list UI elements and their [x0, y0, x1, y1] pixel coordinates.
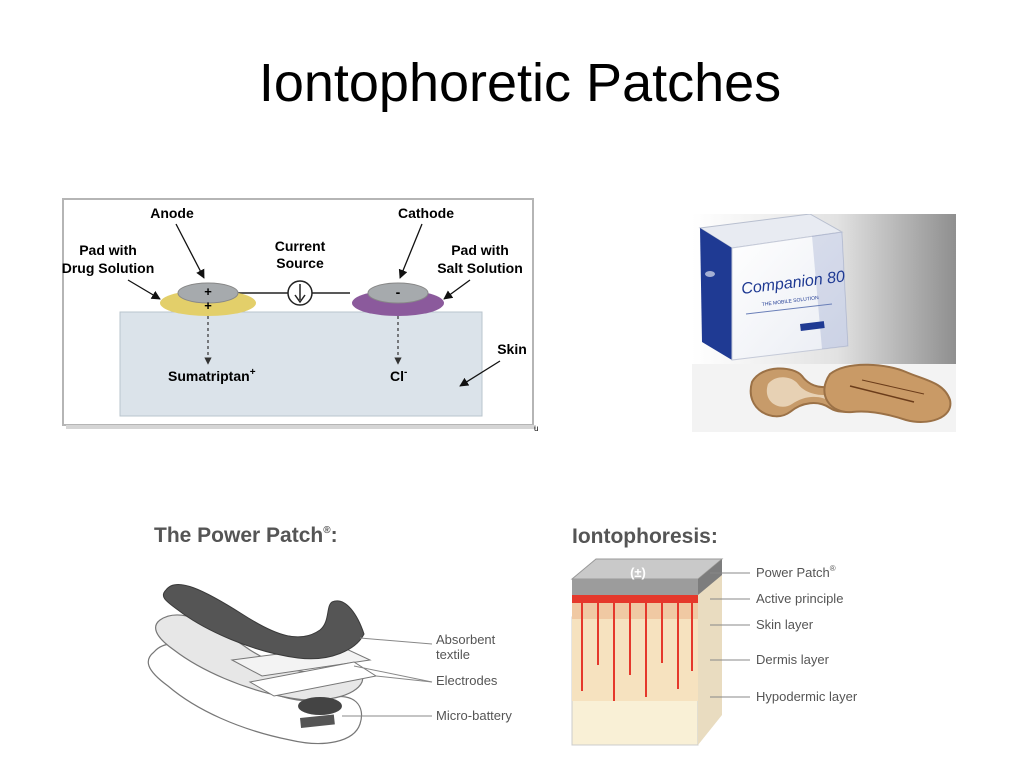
skin-layer — [119, 311, 483, 417]
skin-label: Skin — [497, 341, 527, 357]
skin-layer-label: Skin layer — [756, 617, 814, 632]
micro-battery — [298, 697, 342, 715]
current-source-label-line2: Source — [276, 255, 324, 271]
salt-pad-label-line1: Pad with — [451, 242, 509, 258]
power-patch-title: The Power Patch®: — [154, 524, 338, 547]
footnote-mark: u — [534, 424, 539, 433]
drug-pad-label-line2: Drug Solution — [62, 260, 155, 276]
top-dark-layer — [162, 583, 365, 660]
pad-plus-sign: + — [204, 298, 212, 313]
product-photo: Companion 80 THE MOBILE SOLUTION — [692, 213, 956, 432]
power-patch-diagram: The Power Patch®: Absorbent textile Elec… — [140, 510, 540, 750]
salt-pad-label-line2: Salt Solution — [437, 260, 523, 276]
anode-plus-sign: + — [204, 284, 212, 299]
dermis-layer-label: Dermis layer — [756, 652, 830, 667]
skin-block — [572, 601, 698, 619]
absorbent-label-line1: Absorbent — [436, 632, 496, 647]
cathode-minus-sign: - — [396, 284, 401, 300]
micro-battery-label: Micro-battery — [436, 708, 512, 723]
polarity-symbol: (±) — [630, 565, 646, 580]
anode-electrode — [177, 282, 239, 304]
active-principle-label: Active principle — [756, 591, 843, 606]
current-source-label-line1: Current — [275, 238, 326, 254]
cathode-label: Cathode — [398, 205, 454, 221]
cathode-electrode — [367, 282, 429, 304]
iontophoresis-diagram: + + - Anode Cathode Current Source Pad w… — [60, 196, 538, 432]
electrodes-label: Electrodes — [436, 673, 498, 688]
power-patch-block-top — [570, 558, 724, 580]
iontophoresis-layers-diagram: Iontophoresis: (±) Po — [560, 515, 900, 755]
patch-right — [823, 363, 952, 423]
chloride-ion-label: Cl- — [390, 367, 407, 384]
sumatriptan-ion-label: Sumatriptan+ — [168, 367, 256, 384]
anode-label: Anode — [150, 205, 194, 221]
active-principle-block — [572, 595, 698, 603]
drug-pad-label-line1: Pad with — [79, 242, 137, 258]
hypodermic-layer-label: Hypodermic layer — [756, 689, 858, 704]
dermis-block — [572, 617, 698, 701]
absorbent-label-line2: textile — [436, 647, 470, 662]
slide-title: Iontophoretic Patches — [258, 53, 782, 113]
power-patch-label: Power Patch® — [756, 564, 836, 580]
iontophoresis-title: Iontophoresis: — [572, 525, 718, 548]
